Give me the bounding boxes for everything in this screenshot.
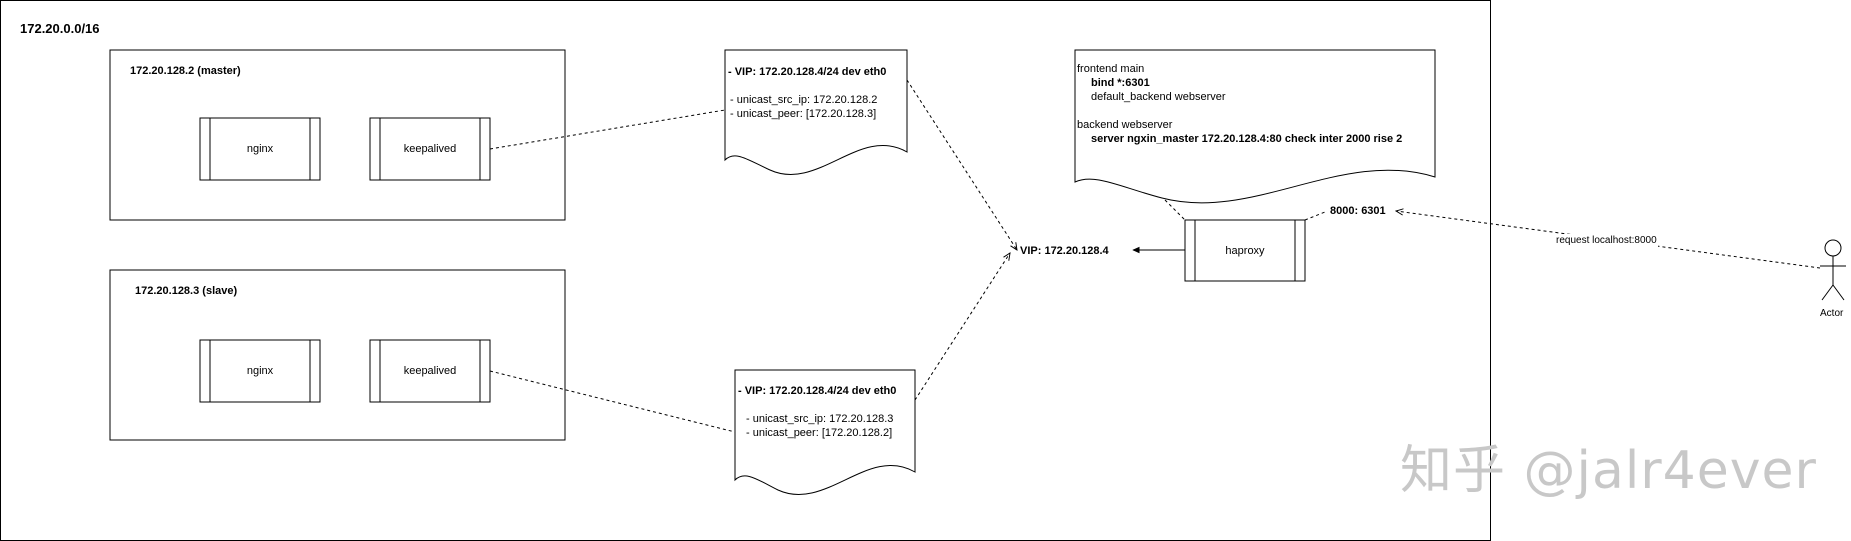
- slave-nginx-box: [199, 339, 321, 403]
- haproxy-note-frontend: frontend main: [1077, 63, 1145, 75]
- edge-actor-request: [1396, 211, 1821, 269]
- slave-note-vip: - VIP: 172.20.128.4/24 dev eth0: [738, 385, 897, 397]
- master-note-src-ip: - unicast_src_ip: 172.20.128.2: [730, 94, 878, 106]
- edge-slave-note-to-vip: [914, 253, 1010, 401]
- slave-note-src-ip: - unicast_src_ip: 172.20.128.3: [746, 413, 894, 425]
- actor-label: Actor: [1820, 308, 1844, 319]
- note-slave-shape: [734, 369, 916, 496]
- haproxy-note-bind: bind *:6301: [1091, 77, 1150, 89]
- slave-nginx-label: nginx: [246, 365, 274, 377]
- master-note-peer: - unicast_peer: [172.20.128.3]: [730, 108, 877, 120]
- note-master-shape: [724, 49, 908, 176]
- master-note-vip: - VIP: 172.20.128.4/24 dev eth0: [728, 66, 887, 78]
- master-nginx-label: nginx: [246, 143, 274, 155]
- master-nginx-box: [199, 117, 321, 181]
- slave-keepalived-box: [369, 339, 491, 403]
- host-slave-label: 172.20.128.3 (slave): [135, 285, 238, 297]
- host-master-box: [109, 49, 566, 221]
- haproxy-note-server: server ngxin_master 172.20.128.4:80 chec…: [1091, 133, 1403, 145]
- edge-haproxy-note-link: [1164, 199, 1186, 221]
- actor-figure: [1820, 239, 1846, 301]
- master-keepalived-label: keepalived: [403, 143, 457, 155]
- actor-request-label: request localhost:8000: [1555, 234, 1658, 248]
- haproxy-label: haproxy: [1225, 245, 1265, 257]
- haproxy-note-backend: backend webserver: [1077, 119, 1173, 131]
- vip-label: VIP: 172.20.128.4: [1020, 245, 1109, 257]
- network-label: 172.20.0.0/16: [20, 21, 100, 36]
- edge-slave-keepalived-note: [489, 370, 736, 433]
- slave-keepalived-label: keepalived: [403, 365, 457, 377]
- edge-master-keepalived-note: [489, 109, 726, 150]
- host-master-label: 172.20.128.2 (master): [130, 65, 241, 77]
- haproxy-box: [1184, 219, 1306, 282]
- haproxy-port-label: 8000: 6301: [1330, 205, 1386, 217]
- note-haproxy-shape: [1074, 49, 1436, 204]
- edge-master-note-to-vip: [906, 79, 1017, 250]
- host-slave-box: [109, 269, 566, 441]
- slave-note-peer: - unicast_peer: [172.20.128.2]: [746, 427, 893, 439]
- haproxy-note-default-backend: default_backend webserver: [1091, 91, 1226, 103]
- edge-haproxy-port-link: [1304, 211, 1326, 221]
- watermark-text: 知乎 @jalr4ever: [1400, 441, 1817, 501]
